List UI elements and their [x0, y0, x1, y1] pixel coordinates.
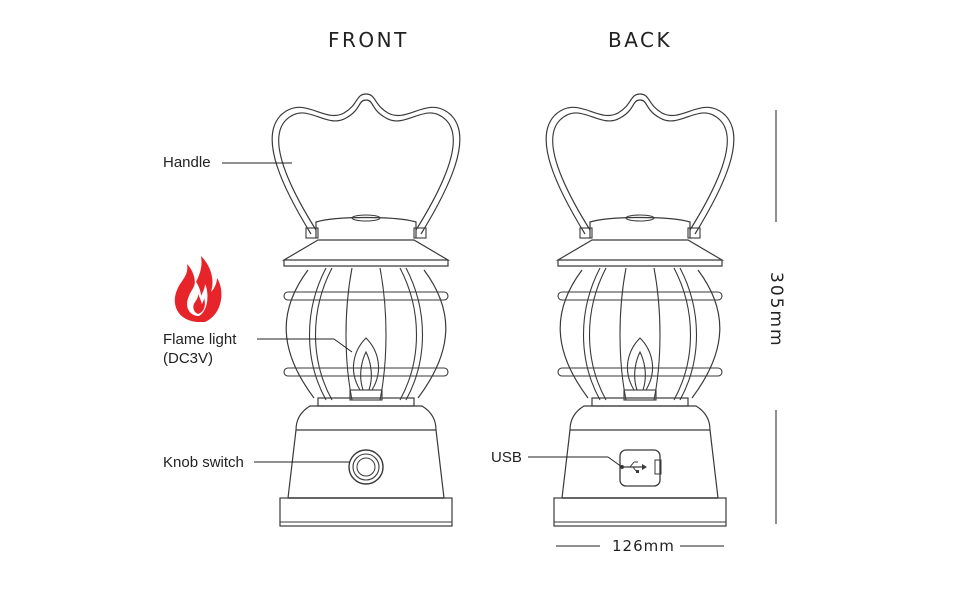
front-view-title: FRONT	[328, 28, 409, 52]
height-dimension-label: 305mm	[766, 272, 786, 348]
knob-switch-label: Knob switch	[163, 454, 244, 471]
usb-port-drawing	[619, 449, 661, 487]
back-lantern	[545, 93, 735, 527]
flame-icon	[174, 256, 222, 322]
usb-label: USB	[491, 449, 522, 466]
back-view-title: BACK	[608, 28, 673, 52]
flame-light-label: Flame light	[163, 331, 237, 348]
knob-switch-drawing	[348, 449, 384, 485]
flame-voltage-label: (DC3V)	[163, 350, 214, 367]
width-dimension-label: 126mm	[612, 537, 675, 555]
handle-label: Handle	[163, 154, 211, 171]
front-lantern	[271, 93, 461, 527]
usb-icon	[620, 461, 647, 473]
